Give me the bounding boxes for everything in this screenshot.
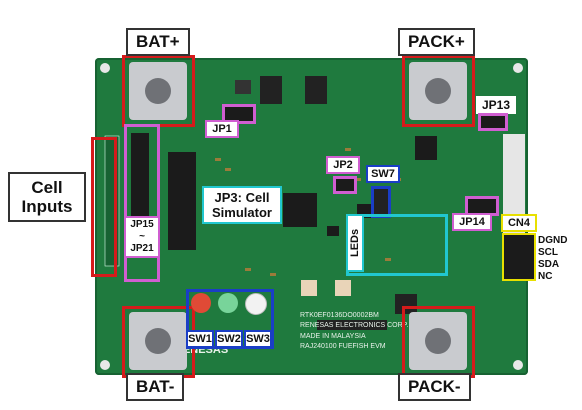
label-sw7[interactable]: SW7 <box>366 165 400 183</box>
highlight-jp15-jp21 <box>124 124 160 282</box>
highlight-cn4 <box>502 233 536 281</box>
highlight-jp2 <box>333 176 357 194</box>
mosfet-q1 <box>260 76 282 104</box>
highlight-cell-inputs <box>91 137 117 277</box>
cn4-pin-nc: NC <box>538 271 553 282</box>
cell-simulator-header <box>168 152 196 250</box>
label-jp15-jp21: JP15 ~ JP21 <box>124 216 160 258</box>
label-sw2: SW2 <box>215 330 243 348</box>
label-jp1: JP1 <box>205 120 239 138</box>
silk-made-in: MADE IN MALAYSIA <box>300 333 366 340</box>
label-bat-minus: BAT- <box>126 373 185 401</box>
label-jp2: JP2 <box>326 156 360 174</box>
terminal-bat-plus <box>129 62 187 120</box>
label-pack-plus: PACK+ <box>398 28 475 56</box>
terminal-bat-minus <box>129 312 187 370</box>
main-ic <box>283 193 317 227</box>
button-sw2[interactable] <box>218 293 238 313</box>
highlight-pack-plus <box>402 55 475 127</box>
label-jp3-cell-simulator: JP3: Cell Simulator <box>202 186 282 224</box>
jumper-column <box>131 133 149 221</box>
highlight-jp13 <box>478 113 508 131</box>
bottom-header <box>317 320 387 330</box>
cn4-pin-scl: SCL <box>538 247 558 258</box>
highlight-bat-plus <box>122 55 195 127</box>
silk-maker: RENESAS ELECTRONICS CORP. <box>300 322 409 329</box>
button-sw1[interactable] <box>191 293 211 313</box>
terminal-pack-minus <box>409 312 467 370</box>
label-cn4: CN4 <box>501 214 537 232</box>
label-bat-plus: BAT+ <box>126 28 190 56</box>
highlight-jp1 <box>222 104 256 124</box>
mount-hole <box>100 360 110 370</box>
mount-hole <box>100 63 110 73</box>
label-pack-minus: PACK- <box>398 373 471 401</box>
label-jp14: JP14 <box>452 213 492 231</box>
mosfet-q2 <box>305 76 327 104</box>
cn4-pin-sda: SDA <box>538 259 560 270</box>
silk-evm: RAJ240100 FUEFISH EVM <box>300 343 386 350</box>
chip <box>235 80 251 94</box>
silk-part-no: RTK0EF0136DO0002BM <box>300 312 379 319</box>
mount-hole <box>513 360 523 370</box>
mount-hole <box>513 63 523 73</box>
label-jp13: JP13 <box>476 96 516 114</box>
highlight-pack-minus <box>402 306 475 378</box>
small-ic <box>327 226 339 236</box>
label-sw3: SW3 <box>244 330 272 348</box>
terminal-pack-plus <box>409 62 467 120</box>
transistor <box>415 136 437 160</box>
label-leds: LEDs <box>346 214 364 272</box>
bottom-header <box>395 294 417 314</box>
cn4-pin-dgnd: DGND <box>538 235 568 246</box>
label-sw1: SW1 <box>186 330 214 348</box>
pot <box>335 280 351 296</box>
label-cell-inputs: Cell Inputs <box>8 172 86 222</box>
button-sw3[interactable] <box>245 293 267 315</box>
highlight-bat-minus <box>122 306 195 378</box>
pot <box>301 280 317 296</box>
